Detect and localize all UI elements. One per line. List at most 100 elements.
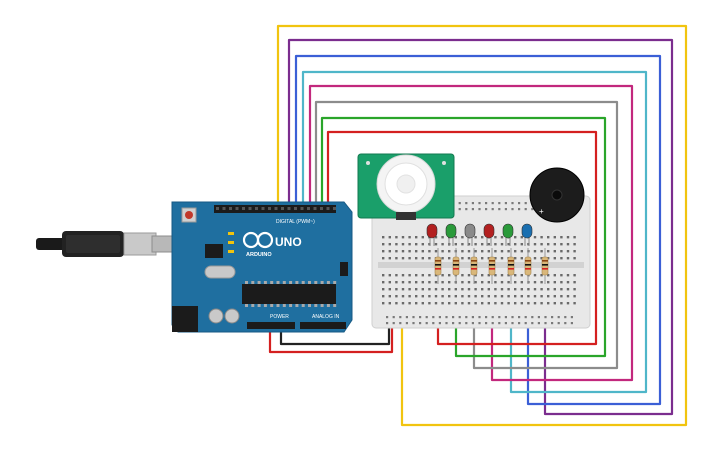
pir-pot xyxy=(366,161,370,165)
breadboard-hole xyxy=(395,250,398,253)
breadboard-hole xyxy=(415,250,418,253)
led[interactable] xyxy=(445,223,457,239)
wire-power-black[interactable] xyxy=(279,320,391,346)
resistor-band xyxy=(489,268,495,270)
breadboard-hole xyxy=(441,236,444,239)
led[interactable] xyxy=(464,223,476,239)
breadboard-hole xyxy=(382,295,385,298)
wire-gray[interactable] xyxy=(314,100,619,370)
breadboard-hole xyxy=(415,236,418,239)
resistor-band xyxy=(525,268,531,270)
breadboard-hole xyxy=(553,274,556,277)
dc-jack[interactable] xyxy=(172,306,198,332)
breadboard-hole xyxy=(382,288,385,291)
rail-hole xyxy=(458,316,461,319)
breadboard-hole xyxy=(560,250,563,253)
breadboard-hole xyxy=(520,281,523,284)
rail-hole xyxy=(564,316,567,319)
breadboard-hole xyxy=(520,302,523,305)
led[interactable] xyxy=(521,223,533,239)
breadboard-hole xyxy=(434,281,438,284)
rail-hole xyxy=(557,316,560,319)
chip-pin xyxy=(301,304,305,307)
usb-cable[interactable] xyxy=(36,231,179,257)
breadboard-hole xyxy=(408,302,411,305)
breadboard-hole xyxy=(461,281,464,284)
pir-sensor[interactable] xyxy=(357,153,455,220)
breadboard-hole xyxy=(507,243,510,246)
resistor[interactable] xyxy=(507,256,515,276)
breadboard-hole xyxy=(467,274,471,277)
breadboard-hole xyxy=(461,243,464,246)
chip-pin xyxy=(257,304,261,307)
buzzer-plus-label: + xyxy=(539,207,544,216)
breadboard-hole xyxy=(533,274,537,277)
breadboard-hole xyxy=(448,257,451,260)
resistor[interactable] xyxy=(470,256,478,276)
wire-purple[interactable] xyxy=(287,38,674,416)
breadboard-hole xyxy=(474,243,477,246)
rail-hole xyxy=(425,322,428,325)
rail-hole xyxy=(570,322,573,325)
breadboard-hole xyxy=(481,288,484,291)
breadboard-hole xyxy=(448,250,451,253)
rail-hole xyxy=(445,316,448,319)
breadboard-hole xyxy=(441,250,444,253)
rail-hole xyxy=(524,322,527,325)
breadboard-hole xyxy=(566,243,570,246)
breadboard-hole xyxy=(408,257,411,260)
resistor[interactable] xyxy=(452,256,460,276)
rail-hole xyxy=(511,208,514,211)
header-pin xyxy=(255,207,258,210)
led[interactable] xyxy=(426,223,438,239)
breadboard-hole xyxy=(487,243,490,246)
breadboard-hole xyxy=(494,295,497,298)
wire-green[interactable] xyxy=(320,116,607,358)
resistor[interactable] xyxy=(541,256,549,276)
breadboard-hole xyxy=(547,288,550,291)
breadboard-hole xyxy=(553,236,556,239)
resistor-band xyxy=(471,268,477,270)
wire-light-blue[interactable] xyxy=(301,70,648,394)
rail-hole xyxy=(551,322,554,325)
breadboard-hole xyxy=(520,243,523,246)
breadboard-hole xyxy=(454,288,457,291)
breadboard-hole xyxy=(527,295,530,298)
breadboard-hole xyxy=(415,243,418,246)
breadboard-hole xyxy=(487,295,490,298)
digital-label: DIGITAL (PWM~) xyxy=(276,219,315,225)
breadboard-hole xyxy=(520,295,523,298)
breadboard-hole xyxy=(547,250,550,253)
resistor[interactable] xyxy=(524,256,532,276)
wire-magenta[interactable] xyxy=(308,84,634,382)
piezo-buzzer[interactable]: + xyxy=(529,167,585,223)
breadboard-hole xyxy=(401,288,405,291)
led[interactable] xyxy=(483,223,495,239)
resistor-band xyxy=(508,260,514,262)
resistor[interactable] xyxy=(434,256,442,276)
breadboard-hole xyxy=(388,281,391,284)
breadboard-hole xyxy=(547,302,550,305)
resistor[interactable] xyxy=(488,256,496,276)
breadboard-hole xyxy=(500,274,504,277)
wire-yellow[interactable] xyxy=(276,24,688,427)
chip-pin xyxy=(295,304,299,307)
breadboard-center-gap xyxy=(378,262,584,268)
breadboard-hole xyxy=(408,281,411,284)
chip-pin xyxy=(333,304,337,307)
breadboard-hole xyxy=(547,243,550,246)
breadboard-hole xyxy=(421,243,424,246)
wire-red-top[interactable] xyxy=(326,130,598,346)
breadboard-hole xyxy=(388,295,391,298)
rail-hole xyxy=(432,322,435,325)
breadboard-hole xyxy=(540,288,543,291)
led[interactable] xyxy=(502,223,514,239)
breadboard-hole xyxy=(553,243,556,246)
breadboard-hole xyxy=(461,288,464,291)
breadboard-hole xyxy=(494,257,497,260)
rail-hole xyxy=(498,202,501,205)
breadboard-hole xyxy=(448,288,451,291)
arduino-uno[interactable]: DIGITAL (PWM~) ARDUINO UNO POWER ANALOG … xyxy=(171,201,353,333)
wire-power-red[interactable] xyxy=(268,318,394,354)
chip-pin xyxy=(270,281,274,284)
